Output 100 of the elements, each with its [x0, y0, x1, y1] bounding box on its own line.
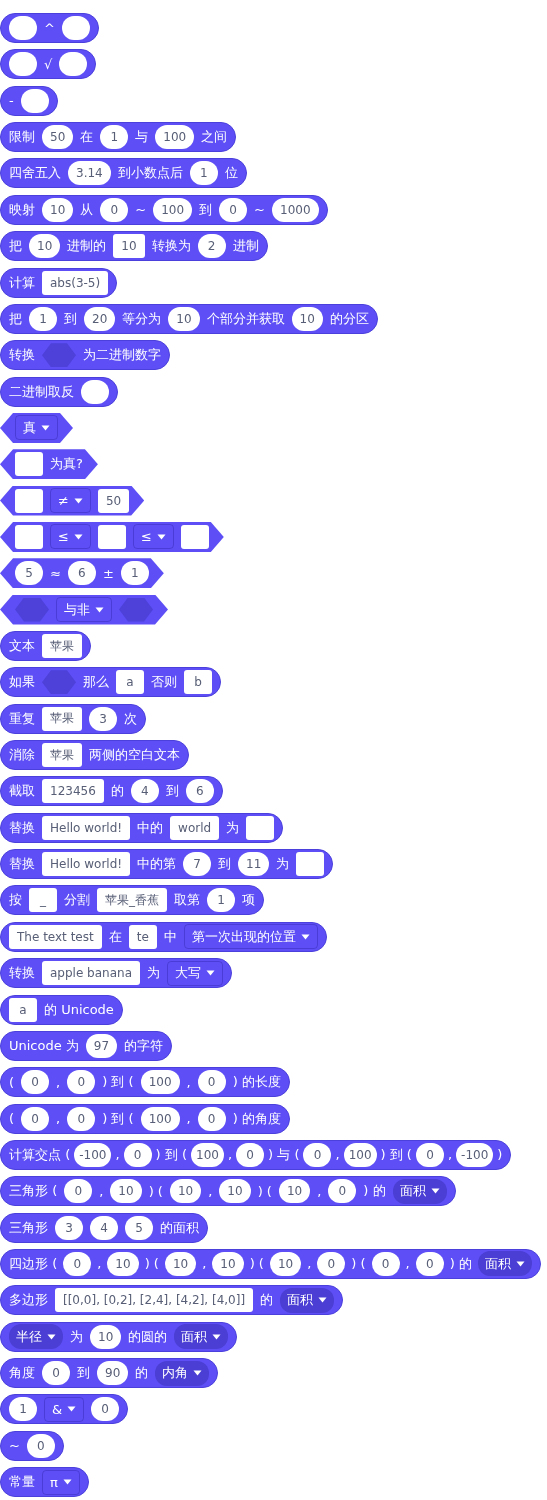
block-label: 四舍五入 [9, 164, 61, 183]
number-input: 100 [140, 1070, 180, 1095]
reporter-block [0, 49, 97, 80]
number-input: 10 [29, 234, 61, 259]
text-input: 50 [97, 488, 130, 513]
dropdown-menu: 真 [15, 415, 58, 441]
number-input: -100 [456, 1142, 494, 1167]
number-input: 0 [197, 1070, 226, 1095]
block-label: 三角形 [9, 1218, 48, 1237]
number-input: 0 [64, 1179, 93, 1204]
block-label: , [447, 1147, 453, 1163]
block-label: 进制 [232, 237, 259, 256]
number-input: 0 [21, 1106, 50, 1131]
number-input: 10 [107, 1251, 139, 1276]
number-input: 3 [89, 706, 117, 731]
block-label: ≈ [50, 565, 61, 581]
dropdown-menu: ≠ [50, 488, 91, 514]
block-label: 的圆的 [128, 1327, 168, 1346]
text-input: The text test [9, 924, 102, 949]
number-input: 0 [219, 197, 248, 222]
block-label: 角度 [9, 1364, 35, 1382]
block-label: ~ [254, 202, 265, 218]
reporter-block [0, 703, 146, 734]
block-label: ) ( [257, 1183, 272, 1199]
text-input: Hello world! [42, 852, 131, 877]
dropdown-menu: 面积 [477, 1251, 532, 1277]
block-label: 的 Unicode [44, 1000, 114, 1019]
block-label: 把 [9, 237, 22, 256]
block-label: , [307, 1256, 312, 1272]
number-input: 100 [140, 1106, 180, 1131]
reporter-block [0, 376, 118, 407]
text-input [296, 852, 325, 877]
block-label: ) 的 [449, 1254, 472, 1273]
block-label: ) ( [351, 1256, 366, 1272]
block-label: 到小数点后 [117, 164, 183, 183]
number-input [9, 52, 37, 77]
dropdown-menu: ≤ [132, 524, 174, 550]
reporter-block [0, 1212, 208, 1243]
number-input: 0 [371, 1251, 400, 1276]
block-label: 进制的 [67, 237, 107, 256]
boolean-block [0, 521, 224, 552]
number-input: 10 [219, 1179, 251, 1204]
reporter-block [0, 1321, 238, 1352]
block-label: 计算交点 ( [9, 1145, 71, 1164]
reporter-block [0, 1030, 173, 1061]
text-input [15, 524, 43, 549]
block-label: ( [9, 1111, 15, 1126]
block-label: 与 [135, 128, 149, 147]
block-label: 从 [80, 200, 94, 219]
text-input: _ [29, 888, 57, 913]
reporter-block [0, 85, 58, 116]
dropdown-menu: 内角 [155, 1360, 210, 1386]
block-label: ~ [9, 1438, 20, 1454]
text-input: a [116, 670, 144, 695]
block-label: 那么 [83, 673, 109, 692]
block-label: 在 [108, 927, 122, 946]
number-input: 100 [343, 1142, 377, 1167]
reporter-block [0, 1248, 541, 1279]
reporter-block [0, 994, 123, 1025]
reporter-block [0, 885, 264, 916]
number-input: 5 [15, 561, 43, 586]
reporter-block [0, 631, 91, 661]
reporter-block [0, 1139, 512, 1170]
block-label: 中的第 [137, 855, 177, 874]
number-input: 3 [55, 1215, 83, 1240]
block-label: ~ [135, 202, 147, 218]
block-label: 的 [260, 1291, 274, 1310]
text-input [15, 488, 43, 513]
number-input: 90 [97, 1361, 129, 1385]
block-label: 的分区 [329, 309, 369, 328]
number-input: 0 [328, 1179, 357, 1204]
block-label: 文本 [9, 637, 35, 655]
block-label: 转换 [9, 964, 35, 983]
block-label: 为 [226, 818, 240, 837]
number-input: 1 [100, 125, 129, 150]
number-input: 10 [278, 1179, 311, 1204]
number-input: 0 [26, 1433, 55, 1458]
block-label: , [186, 1074, 191, 1090]
block-label: 三角形 ( [9, 1182, 58, 1201]
text-input: world [170, 815, 220, 840]
dropdown-menu: 与非 [56, 597, 112, 623]
block-label: 否则 [151, 673, 177, 692]
block-label: , [208, 1183, 213, 1199]
text-input: 苹果_香蕉 [97, 888, 167, 913]
block-label: ) 的角度 [232, 1109, 281, 1128]
reporter-block [0, 267, 118, 298]
number-input [20, 88, 49, 113]
number-input: 0 [91, 1397, 120, 1422]
block-label: 消除 [9, 746, 35, 764]
block-label: 为 [147, 964, 160, 983]
block-label: ) [497, 1147, 503, 1163]
block-label: 个部分并获取 [206, 309, 285, 328]
number-input: 0 [63, 1251, 92, 1276]
block-label: ) 到 ( [380, 1145, 412, 1164]
number-input: 0 [123, 1142, 152, 1167]
number-input [9, 16, 37, 40]
block-label: ) 的长度 [232, 1073, 281, 1092]
block-label: 转换为 [151, 237, 191, 256]
text-input: te [128, 924, 157, 949]
number-input: 10 [110, 1179, 142, 1204]
